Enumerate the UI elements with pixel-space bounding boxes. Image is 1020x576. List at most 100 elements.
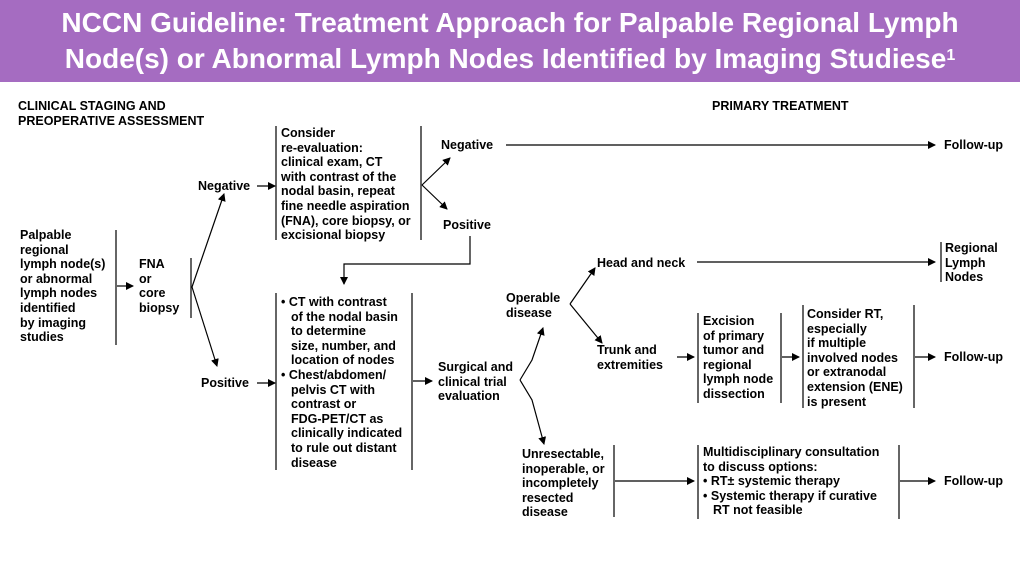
node-line: contrast or (291, 397, 357, 412)
node-line: FNA (139, 257, 165, 271)
node-line: Systemic therapy if curative (710, 488, 877, 503)
node-line: clinical trial (438, 374, 507, 389)
node-line: RT not feasible (713, 503, 803, 518)
node-line: inoperable, or (522, 461, 605, 476)
node-line: or extranodal (807, 365, 887, 380)
node-negative: Negative (198, 179, 251, 193)
node-reevaluation: Consider re-evaluation: clinical exam, C… (281, 126, 411, 243)
node-line: dissection (703, 386, 765, 401)
header-clinical-staging: CLINICAL STAGING AND PREOPERATIVE ASSESS… (18, 99, 204, 129)
node-line: extension (ENE) (807, 379, 903, 394)
arrow-reeval-positive-to-workup (340, 236, 471, 285)
node-line: Nodes (945, 270, 984, 285)
node-line: tumor and (703, 343, 765, 358)
node-excision: Excision of primary tumor and regional l… (703, 314, 773, 402)
arrow-to-operable (519, 327, 545, 381)
arrow-to-trunk (569, 303, 603, 344)
node-line: with contrast of the (281, 169, 397, 184)
node-line: CT with contrast (288, 295, 387, 309)
multi-bullet: • Systemic therapy if curative (703, 488, 877, 503)
arrow-to-head-neck (569, 267, 596, 305)
title-line-1: NCCN Guideline: Treatment Approach for P… (61, 7, 959, 38)
node-line: fine needle aspiration (281, 198, 410, 213)
node-presentation: Palpable regional lymph node(s) or abnor… (20, 228, 105, 345)
node-line: core (139, 286, 166, 301)
node-line: excisional biopsy (281, 228, 386, 243)
node-line: Regional (945, 241, 998, 255)
node-reeval-positive: Positive (443, 218, 491, 232)
node-line: Chest/abdomen/ (288, 367, 387, 382)
header-left-line: CLINICAL STAGING AND (18, 99, 166, 113)
node-line: identified (20, 300, 76, 315)
node-line: Lymph (945, 255, 986, 270)
node-surgical-eval: Surgical and clinical trial evaluation (438, 360, 513, 404)
node-line: Consider (281, 126, 336, 140)
node-reeval-negative: Negative (441, 138, 494, 152)
node-line: involved nodes (807, 350, 898, 365)
node-line: resected (522, 490, 574, 505)
node-line: evaluation (438, 389, 500, 404)
arrow-to-negative (191, 193, 226, 288)
node-line: is present (807, 394, 867, 409)
node-line: Surgical and (438, 360, 514, 374)
node-line: biopsy (139, 300, 180, 315)
node-line: Multidisciplinary consultation (703, 445, 880, 459)
node-line: clinical exam, CT (281, 155, 383, 170)
node-line: location of nodes (291, 353, 395, 368)
title-line-2-text: Node(s) or Abnormal Lymph Nodes Identifi… (64, 43, 947, 74)
node-line: nodal basin, repeat (281, 184, 395, 199)
node-line: regional (703, 357, 752, 372)
node-line: if multiple (807, 336, 867, 351)
node-operable: Operable disease (506, 291, 560, 320)
node-line: size, number, and (291, 338, 396, 353)
arrow-to-reeval-negative (421, 157, 451, 186)
node-line: disease (522, 505, 568, 520)
workup-bullet: • Chest/abdomen/ (281, 367, 387, 382)
node-positive: Positive (201, 376, 249, 390)
node-line: of primary (703, 328, 765, 343)
node-line: FDG-PET/CT as (291, 411, 384, 426)
title-banner: NCCN Guideline: Treatment Approach for P… (0, 0, 1020, 82)
workup-bullet: • CT with contrast (281, 295, 387, 309)
node-line: or (139, 271, 152, 286)
node-line: Consider RT, (807, 307, 884, 321)
arrow-to-reeval-positive (421, 184, 448, 210)
node-line: pelvis CT with (291, 382, 376, 397)
node-line: regional (20, 242, 69, 257)
node-follow-up-mid: Follow-up (944, 350, 1004, 364)
node-line: of the nodal basin (291, 309, 398, 324)
node-line: or abnormal (20, 271, 93, 286)
node-consider-rt: Consider RT, especially if multiple invo… (807, 307, 903, 409)
node-line: (FNA), core biopsy, or (281, 213, 411, 228)
multi-bullet: • RT± systemic therapy (703, 474, 840, 489)
title-line-2: Node(s) or Abnormal Lymph Nodes Identifi… (0, 42, 1020, 76)
header-primary-treatment: PRIMARY TREATMENT (712, 99, 849, 113)
node-head-neck: Head and neck (597, 256, 686, 270)
node-regional-nodes: Regional Lymph Nodes (945, 241, 998, 285)
node-unresectable: Unresectable, inoperable, or incompletel… (522, 447, 605, 520)
node-line: disease (291, 455, 337, 470)
node-line: clinically indicated (291, 426, 403, 441)
arrow-to-unresectable (519, 379, 547, 445)
node-line: Operable (506, 291, 561, 305)
node-multidisciplinary: Multidisciplinary consultation to discus… (703, 445, 879, 518)
node-line: Unresectable, (522, 447, 604, 461)
node-follow-up-bottom: Follow-up (944, 474, 1004, 488)
node-line: by imaging (20, 315, 86, 330)
node-line: Palpable (20, 228, 72, 242)
node-fna: FNA or core biopsy (139, 257, 179, 315)
node-line: lymph nodes (20, 286, 98, 301)
header-left-line: PREOPERATIVE ASSESSMENT (18, 114, 205, 128)
node-line: incompletely (522, 476, 599, 491)
node-line: RT± systemic therapy (710, 474, 840, 489)
node-follow-up-top: Follow-up (944, 138, 1004, 152)
node-trunk: Trunk and extremities (597, 343, 663, 372)
title-superscript: 1 (946, 47, 956, 64)
arrow-to-positive (191, 286, 219, 367)
node-line: re-evaluation: (281, 140, 363, 155)
node-line: Excision (703, 314, 755, 328)
node-line: Trunk and (597, 343, 657, 357)
node-line: especially (807, 321, 867, 336)
node-line: to rule out distant (291, 440, 397, 455)
